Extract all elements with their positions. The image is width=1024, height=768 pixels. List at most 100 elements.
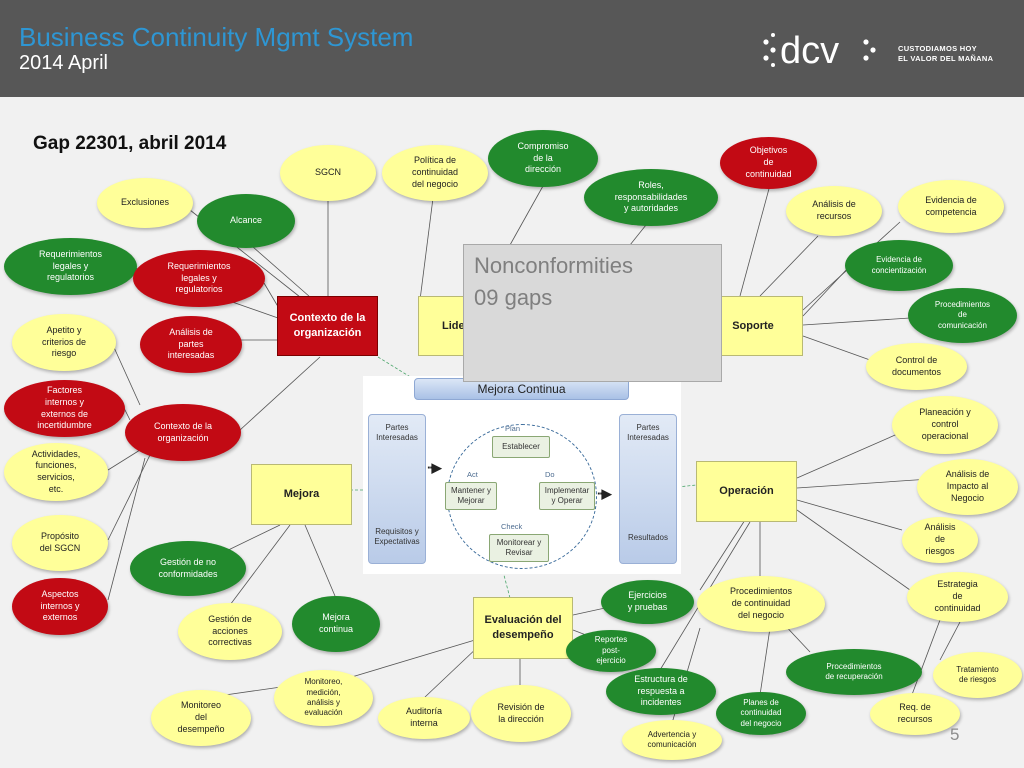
logo-tagline: CUSTODIAMOS HOY EL VALOR DEL MAÑANA <box>898 44 993 64</box>
node-label-line: la dirección <box>498 713 544 724</box>
dcv-logo: dcv <box>763 30 876 70</box>
node-label-line: acciones <box>212 625 248 636</box>
node-label-line: Impacto al <box>946 481 989 492</box>
pdca-text: Expectativas <box>374 537 420 547</box>
node-label-line: concientización <box>871 265 927 275</box>
node-label-line: interesadas <box>167 350 215 361</box>
node-label-line: Compromiso <box>517 140 569 151</box>
tagline-line: CUSTODIAMOS HOY <box>898 44 977 53</box>
node-actividades: Actividades,funciones,servicios,etc. <box>4 443 108 501</box>
node-label-line: interna <box>410 718 438 728</box>
node-label-line: incertidumbre <box>37 420 92 431</box>
node-label-line: de continuidad <box>731 598 791 609</box>
node-label-line: continuidad <box>411 167 459 178</box>
node-label-line: externos <box>42 612 78 623</box>
node-label-line: Alcance <box>229 215 263 226</box>
pdca-header: Mejora Continua <box>414 378 629 400</box>
node-label-line: Monitoreo, <box>304 677 343 687</box>
node-label-line: de <box>934 534 945 545</box>
node-label-line: Requerimientos <box>38 248 103 259</box>
node-label-line: continua <box>318 624 354 634</box>
node-label-line: Contexto de la <box>153 420 213 431</box>
header-subtitle: 2014 April <box>19 52 108 74</box>
node-label-line: Gestión de <box>208 613 252 624</box>
node-label-line: Procedimientos <box>826 661 882 671</box>
node-label-line: Planes de <box>743 697 779 707</box>
node-label-line: Advertencia y <box>647 729 697 739</box>
box-line: Evaluación del <box>484 614 562 627</box>
node-label-line: internos y <box>40 600 80 611</box>
node-label-line: de la <box>533 152 553 163</box>
node-label-line: Estructura de <box>634 673 688 684</box>
node-label-line: etc. <box>48 483 64 494</box>
node-label-line: Objetivos <box>749 145 788 156</box>
node-label-line: Procedimientos <box>729 586 793 597</box>
node-label-line: Control de <box>895 354 938 365</box>
arrow-right-icon: ··▶ <box>427 460 442 475</box>
node-label-line: control <box>931 419 959 430</box>
pdca-label-do: Do <box>545 470 555 479</box>
pdca-step-text: Implementar <box>544 486 590 495</box>
node-label-line: organización <box>157 432 209 443</box>
node-exclusiones: Exclusiones <box>97 178 193 228</box>
box-label: Soporte <box>732 319 774 332</box>
node-label-line: regulatorios <box>175 284 223 295</box>
node-label-line: servicios, <box>37 472 75 482</box>
box-mejora: Mejora <box>251 464 352 525</box>
node-label-line: medición, <box>306 687 341 697</box>
node-label-line: Evidencia de <box>876 255 922 265</box>
node-label-line: Ejercicios <box>628 590 667 601</box>
node-label-line: Aspectos <box>41 588 79 599</box>
pdca-text: Interesadas <box>627 433 669 443</box>
pdca-step-text: y Operar <box>551 496 583 505</box>
node-label-line: dirección <box>524 164 561 175</box>
node-label-line: desempeño <box>177 723 225 734</box>
node-label-line: continuidad <box>934 602 981 613</box>
node-label-line: Mejora <box>322 612 350 623</box>
slide-title: Gap 22301, abril 2014 <box>33 133 227 154</box>
logo-text: dcv <box>780 30 839 70</box>
node-label-line: análisis y <box>307 698 340 707</box>
node-label-line: Procedimientos <box>934 299 991 309</box>
box-label: Operación <box>719 485 774 498</box>
node-label-line: Evidencia de <box>925 194 977 205</box>
node-label-line: Factores <box>46 385 82 396</box>
node-label-line: del negocio <box>740 718 782 728</box>
node-label-line: del negocio <box>737 609 785 620</box>
node-label-line: recursos <box>897 714 933 724</box>
node-label-line: externos de <box>40 408 89 419</box>
node-label-line: post- <box>602 645 620 655</box>
nonconformities-title: Nonconformities <box>474 253 633 278</box>
pdca-step-text: Mejorar <box>457 496 485 505</box>
node-label-line: de riesgos <box>959 675 996 684</box>
node-label-line: riesgos <box>925 545 955 556</box>
node-label-line: recursos <box>816 211 852 221</box>
node-label-line: competencia <box>925 206 977 217</box>
nonconformities-count: 09 gaps <box>474 285 553 310</box>
node-label-line: Requerimientos <box>167 260 231 271</box>
node-label-line: evaluación <box>304 708 343 718</box>
node-label-line: Análisis <box>924 522 956 533</box>
node-label-line: Req. de <box>899 702 931 713</box>
node-label-line: de recuperación <box>825 672 883 681</box>
pdca-step-text: Establecer <box>502 442 540 451</box>
pdca-text: Interesadas <box>376 433 418 443</box>
node-label-line: de <box>958 310 967 320</box>
node-label-line: legales y <box>52 260 89 271</box>
node-label-line: comunicación <box>938 320 987 330</box>
